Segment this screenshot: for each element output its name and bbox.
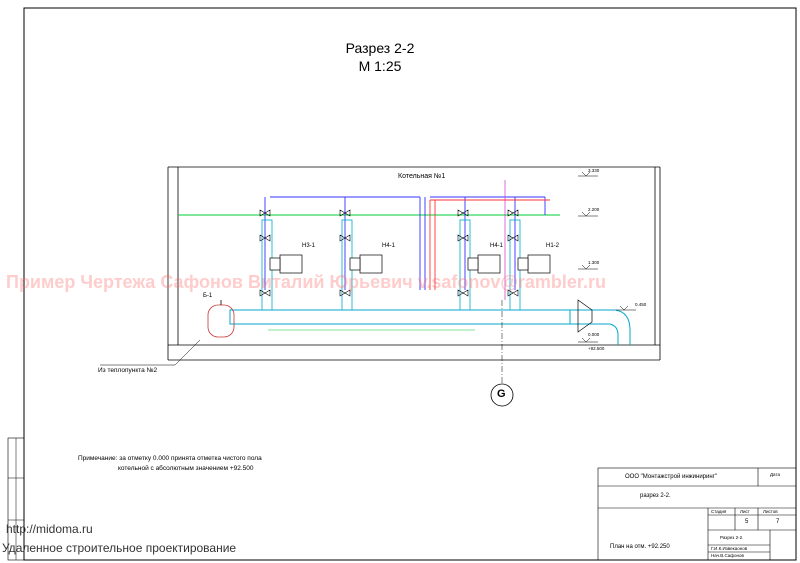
strainer xyxy=(577,299,593,333)
valves xyxy=(259,209,519,297)
equipment-label: Н4-1 xyxy=(382,243,396,249)
stamp-sheets-header: Листов xyxy=(763,509,778,514)
watermark: Пример Чертежа Сафонов Виталий Юрьевич v… xyxy=(6,272,606,292)
note-line-1: Примечание: за отметку 0.000 принята отм… xyxy=(78,455,262,462)
equipment-label: Н4-1 xyxy=(490,243,504,249)
stamp-plan-label: План на отм. +92.250 xyxy=(610,544,670,550)
stamp-company: ООО "Монтажстрой инжиниринг" xyxy=(625,474,718,480)
level-label: 0.450 xyxy=(635,302,647,307)
section-title: Разрез 2-2 xyxy=(345,40,415,56)
stamp-person-1: Г.И.К.Извекаонов xyxy=(711,546,748,551)
stamp-sheet-no: 5 xyxy=(745,519,749,525)
section-scale: М 1:25 xyxy=(358,58,402,74)
header-pipe xyxy=(229,309,631,345)
level-label: 2.200 xyxy=(588,207,600,212)
pump-motors xyxy=(269,254,551,274)
room-outline xyxy=(167,166,661,361)
stamp-sheet-header: Лист xyxy=(740,509,750,514)
stamp-row-label: Разрез 2-2. xyxy=(720,535,744,540)
room-label: Котельная №1 xyxy=(398,173,446,180)
equipment-label: Н3-1 xyxy=(302,243,316,249)
from-label: Из теплопункта №2 xyxy=(98,367,158,374)
stamp-sheets-total: 7 xyxy=(776,519,780,525)
axis-label: G xyxy=(497,388,506,400)
level-label: 3.330 xyxy=(588,168,600,173)
stamp-stage-header: Стадия xyxy=(711,509,727,514)
site-url[interactable]: http://midoma.ru xyxy=(6,522,93,536)
level-markers xyxy=(578,171,636,343)
level-label: 0.000 xyxy=(588,332,600,337)
stamp-sheet-title: разрез 2-2. xyxy=(640,493,671,499)
level-label: +92.500 xyxy=(588,346,605,351)
stamp-person-2: Нач.В.Сафонов xyxy=(711,553,744,558)
note-line-2: котельной с абсолютным значением +92.500 xyxy=(118,465,254,472)
expansion-tank xyxy=(207,300,235,338)
stamp-date-header: Дата xyxy=(770,472,780,477)
heat-lines xyxy=(429,199,550,290)
stamp-block xyxy=(597,467,797,561)
axis-circle xyxy=(490,383,514,407)
equipment-label: Б-1 xyxy=(203,293,213,299)
equipment-label: Н1-2 xyxy=(546,243,560,249)
site-caption: Удаленное строительное проектирование xyxy=(2,541,237,555)
level-label: 1.300 xyxy=(588,260,600,265)
